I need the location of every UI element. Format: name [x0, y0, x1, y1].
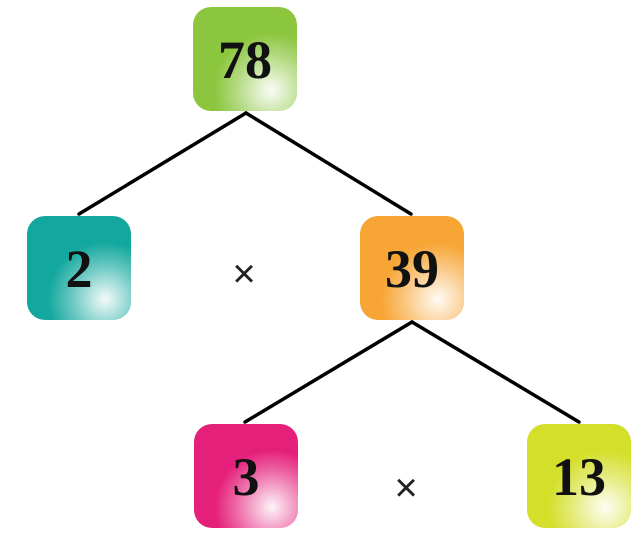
node-label: 3 — [233, 447, 260, 507]
edge-n78-n2 — [77, 111, 248, 216]
multiply-sign: × — [232, 252, 255, 296]
node-gloss — [527, 424, 631, 528]
node-gloss — [27, 216, 131, 320]
node-78: 78 — [193, 7, 297, 111]
node-gloss — [360, 216, 464, 320]
node-13: 13 — [527, 424, 631, 528]
node-gloss — [194, 424, 298, 528]
node-3: 3 — [194, 424, 298, 528]
node-2: 2 — [27, 216, 131, 320]
tree-nodes: 78 2 39 3 13 — [27, 7, 631, 528]
edge-n78-n39 — [244, 111, 413, 216]
node-label: 78 — [218, 30, 272, 90]
node-label: 13 — [552, 447, 606, 507]
tree-edges — [77, 111, 581, 424]
node-gloss — [193, 7, 297, 111]
node-39: 39 — [360, 216, 464, 320]
edge-n39-n3 — [243, 320, 414, 424]
node-label: 2 — [66, 239, 93, 299]
multiplication-signs: ×× — [232, 252, 417, 510]
node-label: 39 — [385, 239, 439, 299]
edge-n39-n13 — [410, 320, 581, 424]
multiply-sign: × — [394, 466, 417, 510]
